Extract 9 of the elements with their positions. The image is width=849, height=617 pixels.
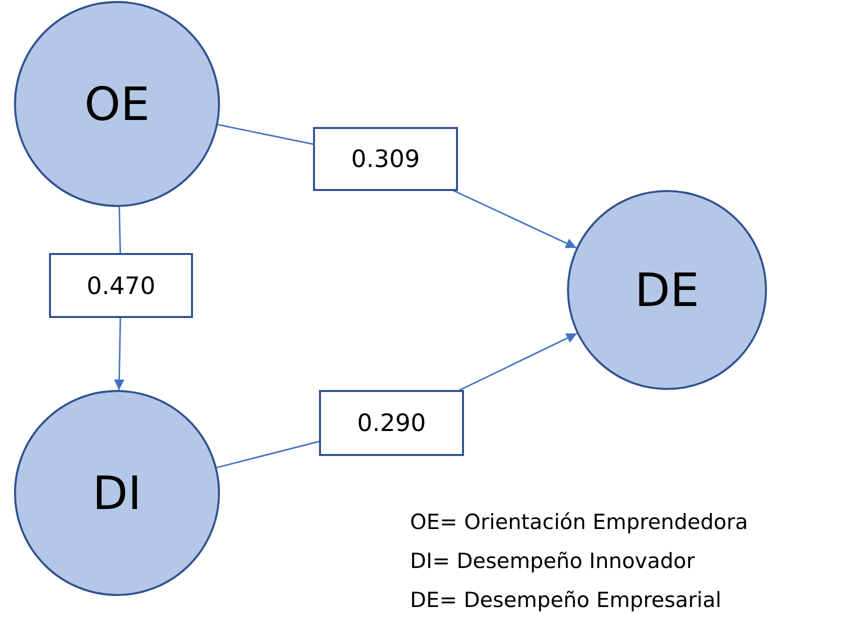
- legend-note: OE= Orientación Emprendedora: [410, 510, 748, 534]
- legend-note: DE= Desempeño Empresarial: [410, 588, 722, 612]
- legend-note: DI= Desempeño Innovador: [410, 549, 695, 573]
- edge-label: 0.470: [49, 253, 193, 318]
- edge-label: 0.290: [319, 390, 464, 456]
- node-label: DE: [634, 263, 700, 317]
- node-label: OE: [84, 77, 150, 131]
- edge-label: 0.309: [313, 127, 458, 191]
- node-label: DI: [92, 466, 142, 520]
